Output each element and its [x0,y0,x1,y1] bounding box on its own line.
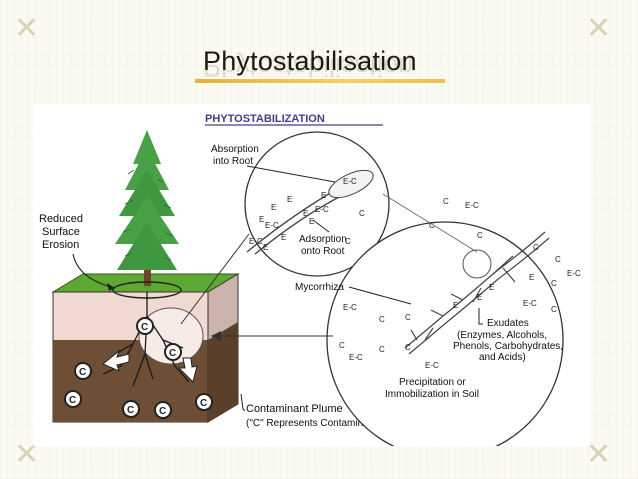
contaminant-c-label: C [159,406,166,417]
svg-text:C: C [405,313,411,322]
absorption-pointer-line [246,165,336,183]
svg-text:Erosion: Erosion [42,239,79,251]
x-decoration-icon: ✕ [14,11,40,46]
svg-text:Immobilization in Soil: Immobilization in Soil [385,389,479,400]
svg-text:E: E [263,243,268,252]
x-decoration-icon: ✕ [586,11,612,46]
contaminant-markers: C C C C C C C [64,317,213,419]
svg-text:C: C [429,221,435,230]
svg-text:E: E [309,217,314,226]
contaminant-c-label: C [200,398,207,409]
mycorrhiza-root-system [404,231,550,355]
root-zone-circle [138,307,204,365]
svg-text:(Enzymes, Alcohols,: (Enzymes, Alcohols, [457,330,547,341]
svg-text:E: E [271,203,276,212]
svg-text:C: C [379,345,385,354]
svg-text:C: C [339,341,345,350]
svg-text:E: E [321,191,326,200]
tree-crown [115,130,179,270]
slide-title-reflection: Phytostabilisation [203,52,414,82]
zoom-line-upper [180,233,250,325]
svg-text:Adsorption: Adsorption [299,234,347,245]
svg-text:E: E [303,209,308,218]
svg-text:Phenols, Carbohydrates,: Phenols, Carbohydrates, [453,341,563,352]
svg-text:E-C: E-C [265,221,279,230]
svg-text:into Root: into Root [213,156,253,167]
diagram-header: PHYTOSTABILIZATION [205,113,325,125]
svg-text:E-C: E-C [343,303,357,312]
absorption-into-root-label: Absorption into Root [211,144,259,167]
svg-text:E-C: E-C [465,201,479,210]
svg-text:C: C [379,315,385,324]
svg-text:("C" Represents Contaminant Co: ("C" Represents Contaminant Compound) [246,418,432,429]
svg-text:E: E [259,215,264,224]
svg-text:E: E [489,283,494,292]
mycorrhiza-label: Mycorrhiza [295,282,344,293]
phytostabilization-diagram: PHYTOSTABILIZATION C C C C C C [33,104,590,459]
svg-text:C: C [551,279,557,288]
svg-text:Reduced: Reduced [39,213,83,225]
root-tip [328,169,374,199]
svg-text:E: E [287,195,292,204]
zoom-arrow-head [211,331,221,341]
svg-text:E-C: E-C [343,177,357,186]
slide-title: Phytostabilisation [203,46,417,76]
mycorrhiza-symbol-labels: C E-C C C C C E-C C E E E E E-C C E-C C … [339,197,581,370]
contaminant-c-label: C [141,322,148,333]
svg-text:C: C [345,237,351,246]
svg-text:C: C [477,231,483,240]
svg-text:E: E [477,293,482,302]
adsorption-pointer-line [312,219,330,233]
svg-text:Absorption: Absorption [211,144,259,155]
svg-text:C: C [405,343,411,352]
svg-text:E-C: E-C [249,237,263,246]
svg-text:E: E [529,273,534,282]
svg-text:E-C: E-C [567,269,581,278]
precipitation-label: Precipitation or Immobilization in Soil [385,377,479,400]
svg-text:E: E [453,301,458,310]
svg-text:Exudates: Exudates [487,318,529,329]
svg-text:E-C: E-C [523,299,537,308]
title-underline [195,79,445,83]
contaminant-plume-label: Contaminant Plume ("C" Represents Contam… [246,403,432,429]
x-decoration-icon: ✕ [586,437,612,472]
contaminant-c-label: C [69,395,76,406]
plume-pointer-line [240,393,246,412]
svg-text:E: E [281,233,286,242]
contaminant-c-label: C [79,367,86,378]
svg-text:C: C [443,197,449,206]
mycorrhiza-pointer-line [348,286,412,305]
soil-side-deep [208,322,238,422]
svg-text:Surface: Surface [42,226,80,238]
svg-text:E-C: E-C [315,205,329,214]
mycorrhiza-detail-circle [462,249,492,279]
svg-text:and Acids): and Acids) [479,352,526,363]
root-magnification-circle [244,131,390,277]
svg-text:E-C: E-C [425,361,439,370]
contaminant-c-label: C [127,405,134,416]
zoom-line-mid [382,193,478,253]
svg-text:C: C [551,305,557,314]
uptake-arrows [102,349,198,383]
root-symbol-labels: E-C E E E E E E-C E E-C E-C E C C E [249,177,365,252]
adsorption-onto-root-label: Adsorption onto Root [299,234,347,257]
svg-text:C: C [359,209,365,218]
diagram-canvas: PHYTOSTABILIZATION C C C C C C [39,113,581,459]
exudates-label: Exudates (Enzymes, Alcohols, Phenols, Ca… [453,318,563,363]
svg-text:C: C [555,255,561,264]
erosion-pointer-head [107,283,115,291]
svg-text:Precipitation or: Precipitation or [399,377,466,388]
reduced-surface-erosion-label: Reduced Surface Erosion [39,213,83,251]
svg-text:onto Root: onto Root [301,246,345,257]
svg-text:Contaminant Plume: Contaminant Plume [246,403,343,415]
exudates-pointer-line [478,308,483,325]
contaminant-c-label: C [169,348,176,359]
svg-text:E-C: E-C [349,353,363,362]
svg-text:C: C [533,243,539,252]
